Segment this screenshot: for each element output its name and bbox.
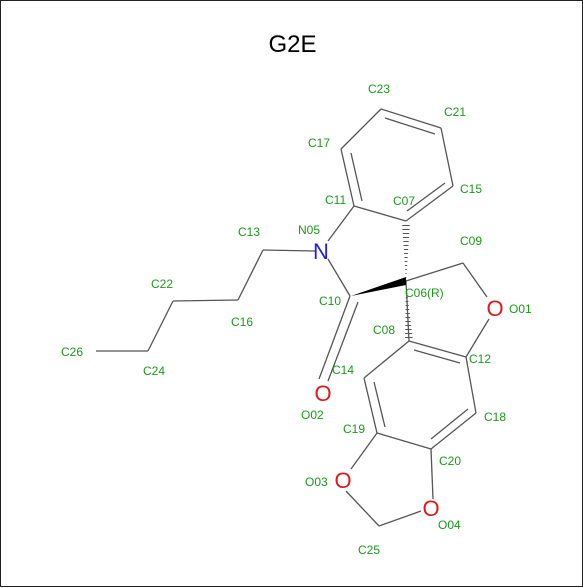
- hash-bond-c06-c07: [402, 223, 410, 281]
- label-c20: C20: [439, 454, 461, 468]
- bond-c23-c21: [380, 108, 442, 129]
- bond-c11-c17: [340, 148, 355, 207]
- heteroatoms: N O O O O: [313, 239, 504, 521]
- bond-c19-o03: [350, 432, 378, 470]
- hash-bond-c06-c08: [405, 282, 413, 341]
- bond-c25-o04: [378, 510, 422, 527]
- bond-o03-c25: [345, 490, 380, 527]
- bond-c19-c14: [363, 377, 378, 434]
- bond-c16-c22: [172, 299, 239, 302]
- bond-n05-c13: [262, 249, 316, 252]
- bond-c11-c17-inner: [350, 152, 363, 202]
- bond-c18-c20: [430, 412, 477, 450]
- label-c25: C25: [358, 543, 380, 557]
- oxygen-symbol-o04: O: [422, 496, 439, 521]
- label-o01: O01: [509, 302, 532, 316]
- bond-c10-o02-b: [327, 301, 359, 382]
- bond-c21-c15: [440, 127, 454, 187]
- bond-n05-c10: [327, 258, 351, 297]
- label-c08: C08: [373, 323, 395, 337]
- bond-o04-c20: [430, 448, 434, 500]
- bond-c19-c14-inner: [373, 381, 386, 428]
- bond-c06-c09: [405, 262, 464, 282]
- label-c17: C17: [308, 136, 330, 150]
- oxygen-symbol-o01: O: [486, 296, 503, 321]
- bond-c11-n05: [327, 205, 355, 242]
- label-n05: N05: [298, 223, 320, 237]
- bond-o01-c12: [465, 318, 490, 358]
- label-c19: C19: [343, 422, 365, 436]
- bond-c15-c07-inner: [406, 182, 446, 212]
- oxygen-symbol-o03: O: [334, 468, 351, 493]
- nitrogen-symbol: N: [313, 239, 329, 264]
- label-c21: C21: [444, 105, 466, 119]
- wedge-bond-c10-c06: [351, 277, 406, 296]
- label-c09: C09: [460, 234, 482, 248]
- label-o03: O03: [305, 475, 328, 489]
- label-c23: C23: [368, 82, 390, 96]
- label-c16: C16: [231, 315, 253, 329]
- label-o04: O04: [438, 518, 461, 532]
- label-c13: C13: [238, 225, 260, 239]
- bond-c07-c11: [353, 205, 407, 222]
- label-c24: C24: [143, 364, 165, 378]
- bond-c12-c18: [465, 356, 477, 414]
- bond-c15-c07: [405, 185, 454, 222]
- label-c10: C10: [319, 294, 341, 308]
- label-c07: C07: [393, 194, 415, 208]
- bond-c14-c08: [363, 340, 410, 379]
- label-o02: O02: [301, 408, 324, 422]
- bond-c22-c24: [147, 300, 174, 352]
- label-c14: C14: [332, 363, 354, 377]
- label-c12: C12: [469, 352, 491, 366]
- bond-c10-o02-a: [318, 295, 351, 380]
- molecule-title: G2E: [268, 31, 317, 58]
- bond-c17-c23: [340, 108, 382, 150]
- label-c06: C06(R): [405, 286, 444, 300]
- label-c11: C11: [325, 193, 346, 207]
- bond-c13-c16: [237, 249, 264, 301]
- bond-c18-c20-inner: [430, 408, 469, 440]
- label-c22: C22: [151, 277, 173, 291]
- label-c26: C26: [61, 345, 83, 359]
- bond-c08-c12-inner: [413, 349, 461, 364]
- label-c18: C18: [484, 410, 506, 424]
- bond-c23-c21-inner: [384, 117, 436, 135]
- atom-labels: C23 C21 C17 C15 C11 C07 N05 C13 C09 C22 …: [61, 82, 532, 557]
- bond-c09-o01: [462, 262, 488, 298]
- bond-c20-c19: [376, 432, 432, 450]
- bond-c08-c12: [408, 340, 467, 358]
- oxygen-symbol-o02: O: [314, 381, 331, 406]
- bonds: [96, 108, 490, 527]
- label-c15: C15: [460, 182, 482, 196]
